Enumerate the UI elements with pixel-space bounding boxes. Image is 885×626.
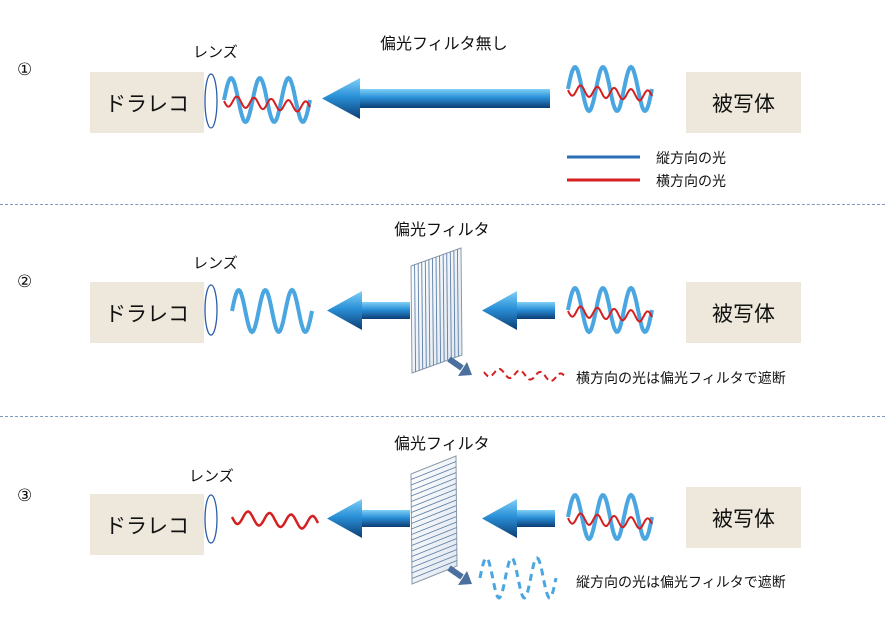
- filter-slit-vertical: [421, 262, 424, 370]
- filter-slit-vertical: [449, 251, 452, 359]
- dashcam-box-1: ドラレコ: [90, 72, 204, 133]
- filter-slit-horizontal: [410, 461, 457, 480]
- vertical-wave-in-3: [566, 492, 654, 542]
- filter-slit-horizontal: [411, 554, 458, 574]
- section-divider-2: [0, 416, 885, 417]
- row-number-1: ①: [17, 60, 33, 80]
- vertical-wave-passed-2: [230, 287, 314, 335]
- filter-slit-horizontal: [411, 516, 457, 535]
- polarizing-filter-horizontal: [410, 455, 458, 585]
- polarizing-filter-vertical: [410, 247, 463, 374]
- dashcam-box-2: ドラレコ: [90, 282, 204, 343]
- filter-slit-vertical: [453, 250, 456, 358]
- lens-label-3: レンズ: [189, 467, 234, 485]
- filter-slit-horizontal: [411, 488, 457, 508]
- filter-slit-vertical: [439, 255, 442, 363]
- light-arrow-3b: [482, 499, 555, 538]
- vertical-wave-in-1: [566, 64, 654, 114]
- no-filter-label: 偏光フィルタ無し: [380, 34, 508, 53]
- horizontal-wave-in-3: [567, 512, 653, 530]
- horizontal-wave-in-1: [567, 84, 653, 102]
- filter-slit-horizontal: [411, 477, 457, 497]
- incoming-light-1: [566, 64, 654, 114]
- incoming-light-2: [566, 285, 654, 335]
- filter-slit-horizontal: [411, 549, 458, 568]
- filter-slit-vertical: [428, 259, 431, 367]
- filter-slit-horizontal: [410, 466, 457, 486]
- blocked-horizontal-wave: [483, 367, 567, 383]
- filter-slit-horizontal: [411, 543, 457, 563]
- blocked-note-2: 横方向の光は偏光フィルタで遮断: [576, 371, 786, 387]
- row-number-3: ③: [17, 486, 33, 506]
- subject-box-1: 被写体: [686, 72, 801, 133]
- lens-light-1: [222, 75, 312, 125]
- lens-1: [204, 73, 218, 129]
- light-arrow-1: [322, 78, 550, 119]
- deflect-arrow-3: [447, 565, 472, 585]
- light-arrow-2a: [327, 291, 410, 330]
- filter-slit-horizontal: [411, 532, 457, 552]
- filter-slit-horizontal: [410, 472, 457, 491]
- horizontal-wave-passed-3: [230, 510, 320, 530]
- deflect-arrow-2: [447, 356, 472, 376]
- subject-box-3: 被写体: [686, 487, 801, 548]
- filter-slit-vertical: [424, 260, 427, 368]
- vertical-wave-in-2: [566, 285, 654, 335]
- filter-slit-vertical: [442, 254, 445, 362]
- filter-slit-vertical: [431, 258, 434, 366]
- filter-slit-horizontal: [411, 483, 457, 502]
- horizontal-wave-out-1: [223, 95, 311, 113]
- filter-label-2: 偏光フィルタ: [394, 220, 490, 239]
- dashcam-box-3: ドラレコ: [90, 494, 204, 555]
- filter-slit-vertical: [456, 249, 459, 357]
- filter-slit-horizontal: [411, 538, 457, 557]
- horizontal-wave-in-2: [567, 305, 653, 323]
- blocked-note-3: 縦方向の光は偏光フィルタで遮断: [576, 575, 786, 591]
- light-arrow-2b: [482, 291, 555, 330]
- filter-slit-horizontal: [411, 527, 457, 546]
- lens-label-2: レンズ: [193, 254, 238, 272]
- filter-slit-vertical: [417, 263, 420, 371]
- filter-slit-vertical: [446, 253, 449, 361]
- vertical-wave-out-1: [222, 75, 312, 125]
- legend-label-horizontal: 横方向の光: [656, 174, 726, 190]
- row-number-2: ②: [17, 272, 33, 292]
- filter-slit-vertical: [435, 256, 438, 365]
- incoming-light-3: [566, 492, 654, 542]
- filter-slit-horizontal: [411, 505, 457, 524]
- filter-slit-vertical: [414, 264, 417, 372]
- filter-label-3: 偏光フィルタ: [394, 434, 490, 453]
- lens-label-1: レンズ: [193, 43, 238, 61]
- lens-2: [204, 284, 218, 336]
- lens-3: [204, 494, 218, 544]
- filter-slit-horizontal: [411, 499, 457, 519]
- legend-label-vertical: 縦方向の光: [656, 151, 726, 167]
- filter-slit-horizontal: [411, 494, 457, 513]
- filter-slit-horizontal: [411, 510, 457, 530]
- section-divider-1: [0, 204, 885, 205]
- light-arrow-3a: [327, 499, 410, 538]
- subject-box-2: 被写体: [686, 282, 801, 343]
- filter-slit-horizontal: [411, 560, 458, 579]
- filter-slit-horizontal: [411, 521, 457, 541]
- blocked-vertical-wave: [478, 556, 558, 600]
